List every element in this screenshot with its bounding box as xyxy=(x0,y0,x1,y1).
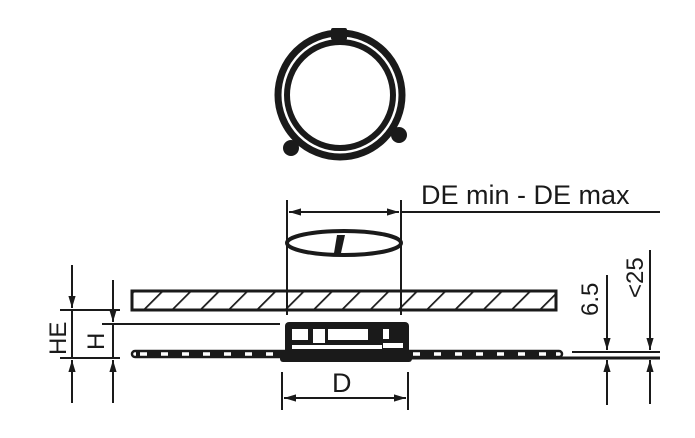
de-range-label: DE min - DE max xyxy=(421,180,630,210)
six-five-label: 6.5 xyxy=(577,283,604,316)
lt25-label: <25 xyxy=(622,257,649,298)
right-dimensions: 6.5 <25 xyxy=(572,250,660,405)
h-label: H xyxy=(83,333,110,350)
fixture-body xyxy=(280,322,412,362)
cutout-ellipse xyxy=(285,229,403,257)
top-view-ring xyxy=(274,28,407,161)
clip-left-icon xyxy=(283,140,299,156)
he-h-dimension: HE H xyxy=(45,265,280,403)
d-dimension: D xyxy=(281,368,409,410)
he-label: HE xyxy=(45,322,72,355)
clip-right-icon xyxy=(391,127,407,143)
d-label: D xyxy=(332,368,352,398)
de-dimension: DE min - DE max xyxy=(285,180,660,315)
ceiling-panel xyxy=(130,289,558,312)
clip-top-icon xyxy=(331,28,347,40)
